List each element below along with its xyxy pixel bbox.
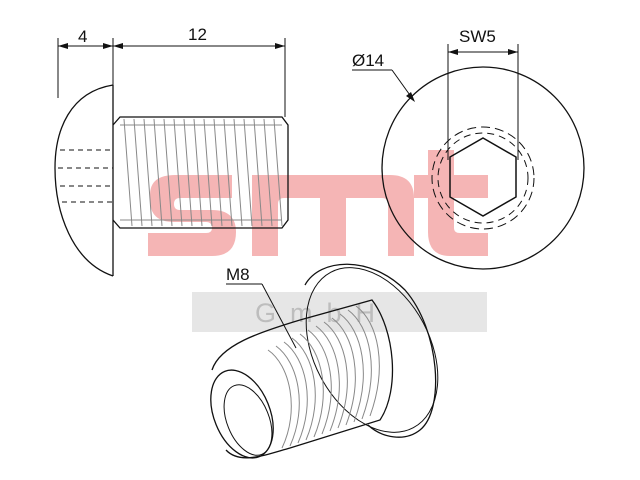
shank-end-face bbox=[210, 369, 274, 459]
front-view bbox=[381, 66, 585, 270]
dimension-head-height bbox=[57, 38, 114, 98]
dimension-head-diameter bbox=[352, 69, 415, 102]
dimension-thread-length bbox=[113, 38, 286, 117]
socket-circle-outer bbox=[431, 126, 535, 230]
dimension-head-diameter-label: Ø14 bbox=[352, 51, 384, 70]
socket-circle-inner bbox=[437, 132, 529, 224]
thread-outline-side bbox=[112, 116, 289, 229]
watermark-sub-text: GmbH bbox=[255, 298, 389, 328]
bolt-head-iso bbox=[304, 263, 437, 438]
dimension-socket-size bbox=[447, 44, 519, 160]
side-view bbox=[54, 84, 289, 277]
watermark: GmbH bbox=[148, 150, 488, 332]
bolt-head-circle bbox=[381, 66, 585, 270]
isometric-view bbox=[210, 263, 439, 459]
thread-body-iso bbox=[211, 299, 394, 459]
bolt-head-side bbox=[54, 84, 114, 277]
watermark-logo bbox=[148, 150, 488, 256]
thread-lines-side bbox=[120, 118, 283, 227]
dimension-thread-size bbox=[226, 283, 297, 349]
dimension-head-height-label: 4 bbox=[78, 27, 87, 46]
dimension-socket-size-label: SW5 bbox=[459, 27, 496, 46]
hex-socket bbox=[449, 137, 517, 217]
thread-lines-iso bbox=[267, 305, 380, 449]
dimension-thread-length-label: 12 bbox=[188, 25, 207, 44]
dimension-thread-size-label: M8 bbox=[226, 265, 250, 284]
